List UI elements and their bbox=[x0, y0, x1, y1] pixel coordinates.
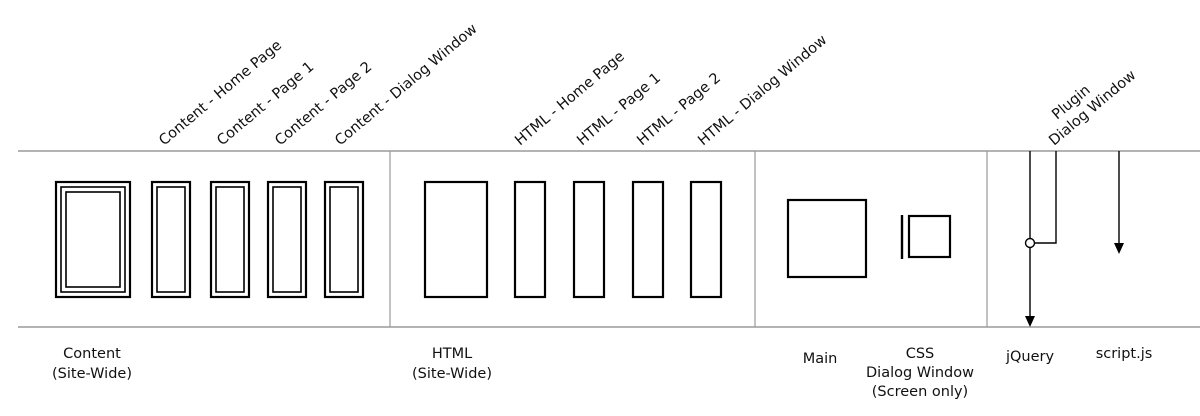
css-main-box bbox=[786, 198, 868, 279]
jquery-connector bbox=[1025, 151, 1035, 327]
label-content-site-wide-sub: (Site-Wide) bbox=[52, 366, 132, 382]
content-page-2-box bbox=[266, 180, 308, 299]
label-css-dialog-window: Dialog Window bbox=[866, 365, 974, 381]
script-js-connector bbox=[1114, 151, 1124, 254]
html-page-2-box bbox=[631, 180, 665, 299]
label-script-js: script.js bbox=[1096, 346, 1153, 362]
label-css-screen-only: (Screen only) bbox=[872, 384, 968, 400]
label-content-site-wide-title: Content bbox=[63, 346, 121, 362]
label-html-dialog-window: HTML - Dialog Window bbox=[695, 32, 830, 149]
jquery-plugin-junction bbox=[1024, 237, 1036, 249]
label-content-page-1: Content - Page 1 bbox=[214, 59, 317, 149]
html-page-1-box bbox=[572, 180, 606, 299]
label-jquery: jQuery bbox=[1005, 349, 1055, 365]
label-main: Main bbox=[803, 351, 838, 367]
label-content-page-2: Content - Page 2 bbox=[272, 59, 375, 149]
label-html-site-wide-sub: (Site-Wide) bbox=[412, 366, 492, 382]
html-site-wide-box bbox=[423, 180, 489, 299]
content-dialog-window-box bbox=[323, 180, 365, 299]
html-dialog-window-box bbox=[689, 180, 723, 299]
label-html-site-wide-title: HTML bbox=[432, 346, 472, 362]
css-dialog-window-box bbox=[900, 214, 952, 259]
html-home-page-box bbox=[513, 180, 547, 299]
content-page-1-box bbox=[209, 180, 251, 299]
content-site-wide-box bbox=[54, 180, 132, 299]
plugin-dialog-window-connector bbox=[1035, 151, 1057, 244]
label-html-home-page: HTML - Home Page bbox=[512, 48, 628, 149]
content-home-page-box bbox=[150, 180, 192, 299]
label-css-title: CSS bbox=[906, 346, 935, 362]
